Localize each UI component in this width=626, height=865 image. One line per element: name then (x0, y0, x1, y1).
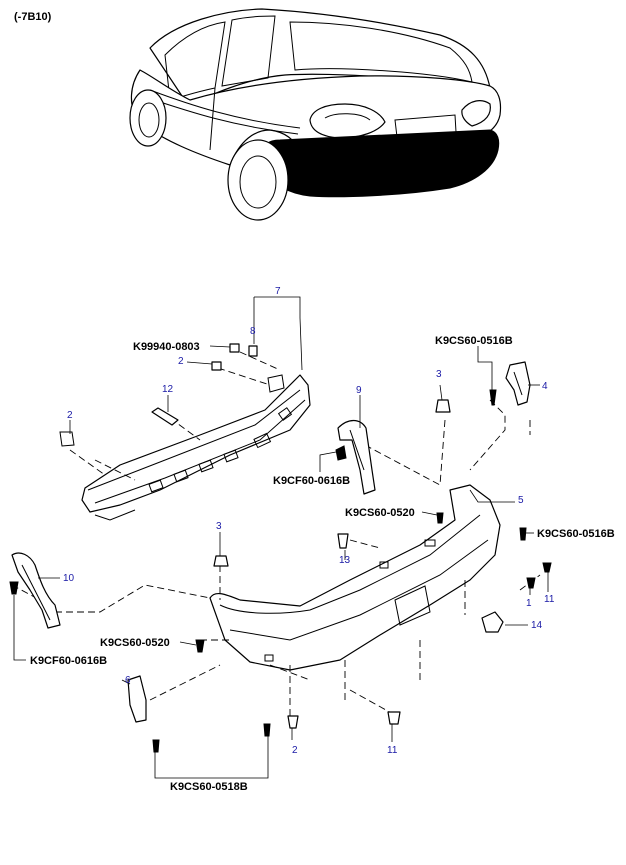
callout-11: 11 (387, 745, 398, 756)
screw-icon (519, 527, 527, 541)
part-code-k99940-0803: K99940-0803 (133, 341, 200, 353)
rear-bumper-cover (209, 484, 501, 671)
fasteners (9, 343, 552, 753)
bumper-side-guide (127, 675, 147, 723)
clip-icon (213, 555, 229, 567)
screw-icon (436, 512, 444, 524)
part-code-k9cs60-0518b: K9CS60-0518B (170, 781, 248, 793)
callout-11: 11 (544, 594, 555, 605)
part-code-k9cs60-0516b: K9CS60-0516B (435, 335, 513, 347)
callout-13: 13 (339, 555, 351, 566)
callout-9: 9 (356, 385, 362, 396)
part-code-k9cs60-0516b: K9CS60-0516B (537, 528, 615, 540)
nut-icon (229, 343, 240, 353)
car-rear-view-illustration (129, 8, 502, 221)
screw-icon (489, 389, 497, 406)
clip-icon (211, 361, 222, 371)
clip-icon (435, 399, 451, 413)
part-code-k9cf60-0616b: K9CF60-0616B (273, 475, 350, 487)
bumper-clip (481, 611, 504, 633)
callout-4: 4 (542, 381, 548, 392)
screw-icon (335, 445, 347, 461)
screw-icon (263, 723, 271, 737)
callout-12: 12 (162, 384, 174, 395)
clip-icon (248, 345, 258, 357)
leader-lines (13, 296, 549, 779)
bumper-stay-bracket (505, 361, 531, 406)
model-range-header: (-7B10) (14, 11, 52, 23)
callout-5: 5 (518, 495, 524, 506)
bumper-side-bracket-right (337, 419, 376, 495)
screw-icon (9, 581, 19, 595)
callout-2: 2 (178, 356, 184, 367)
part-code-labels: K99940-0803 K9CS60-0516B K9CF60-0616B K9… (30, 335, 615, 793)
clip-icon (387, 711, 401, 725)
callout-1: 1 (526, 598, 532, 609)
screw-icon (526, 577, 536, 589)
callout-8: 8 (250, 326, 256, 337)
part-code-k9cs60-0520: K9CS60-0520 (100, 637, 170, 649)
part-code-k9cs60-0520: K9CS60-0520 (345, 507, 415, 519)
part-code-k9cf60-0616b: K9CF60-0616B (30, 655, 107, 667)
clip-icon (337, 533, 349, 549)
bolt-icon (151, 407, 179, 426)
callout-numbers: 7 8 2 12 2 9 3 4 5 3 13 10 1 11 14 6 2 1… (63, 286, 555, 756)
callout-3: 3 (436, 369, 442, 380)
callout-7: 7 (275, 286, 281, 297)
clip-icon (287, 715, 299, 729)
callout-3: 3 (216, 521, 222, 532)
callout-2: 2 (67, 410, 73, 421)
screw-icon (152, 739, 160, 753)
screw-icon (195, 639, 205, 653)
screw-icon (542, 562, 552, 573)
callout-14: 14 (531, 620, 543, 631)
callout-10: 10 (63, 573, 75, 584)
bumper-side-bracket-left (11, 552, 61, 629)
callout-2: 2 (292, 745, 298, 756)
callout-6: 6 (125, 675, 131, 686)
bumper-reinforcement-beam (59, 374, 311, 521)
